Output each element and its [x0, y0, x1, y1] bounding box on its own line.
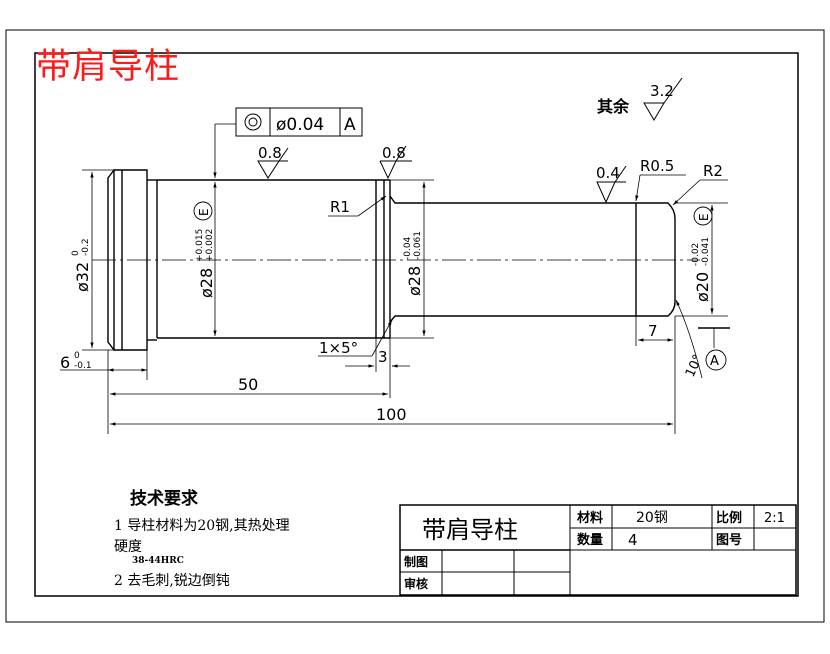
- outer-border: [5, 29, 825, 623]
- dim-len100: 100: [376, 405, 407, 424]
- drawing-title: 带肩导柱: [36, 47, 181, 87]
- dim-dia20-up: -0.02: [691, 243, 701, 266]
- label-chamfer: 1×5°: [319, 339, 358, 357]
- gdt-tolerance: ø0.04: [276, 115, 324, 135]
- envelope-e1: E: [197, 208, 211, 216]
- dim-dia28b: ø28: [405, 266, 424, 296]
- tb-scale-value: 2:1: [764, 511, 785, 526]
- tech-item-2: 2 去毛刺,锐边倒钝: [114, 573, 230, 589]
- tech-heading: 技术要求: [130, 489, 198, 509]
- label-r1: R1: [330, 198, 350, 216]
- dim-len50: 50: [238, 375, 258, 394]
- dim-dia20: ø20: [693, 272, 712, 302]
- dim-dia20-low: -0.041: [701, 237, 711, 266]
- tb-drawn-label: 制图: [404, 554, 428, 569]
- tb-checked-label: 审核: [404, 576, 428, 591]
- envelope-e2: E: [697, 213, 711, 221]
- dim-dia28a: ø28: [197, 268, 216, 298]
- tb-drawing-no-label: 图号: [716, 533, 742, 548]
- label-r05: R0.5: [640, 157, 674, 175]
- tb-material-value: 20钢: [636, 510, 668, 526]
- rest-value: 3.2: [650, 82, 674, 100]
- inner-frame: [34, 52, 799, 597]
- dim-dia28a-up: +0.015: [195, 229, 205, 262]
- dim-len6-up: 0: [74, 351, 80, 361]
- tech-item-1: 1 导柱材料为20钢,其热处理: [114, 518, 290, 534]
- title-block: [399, 504, 797, 596]
- roughness-r1: 0.8: [258, 144, 282, 162]
- dim-len6-low: -0.1: [74, 361, 92, 371]
- dim-dia28a-low: +0.002: [205, 229, 215, 262]
- tb-scale-label: 比例: [716, 510, 742, 526]
- dim-len7: 7: [648, 322, 658, 340]
- gdt-frame: [235, 107, 363, 137]
- dimension-lines: [60, 123, 730, 434]
- roughness-r2: 0.8: [382, 144, 406, 162]
- label-r2: R2: [703, 162, 723, 180]
- rest-label: 其余: [597, 97, 630, 116]
- envelope-circles: [193, 201, 727, 371]
- roughness-symbols: [257, 77, 683, 204]
- dim-len3: 3: [378, 348, 388, 366]
- tb-part-name: 带肩导柱: [422, 516, 518, 544]
- tech-item-1b: 硬度: [114, 539, 142, 555]
- roughness-r3: 0.4: [596, 164, 620, 182]
- title-block-text: 带肩导柱 材料 20钢 比例 2:1 数量 4 图号 制图 审核: [404, 510, 785, 591]
- dim-dia28b-up: -0.04: [403, 236, 413, 260]
- dim-dia28b-low: -0.061: [413, 231, 423, 260]
- dim-dia32-up: 0: [71, 250, 81, 256]
- dim-dia32: ø32: [73, 262, 92, 292]
- dim-dia32-low: -0.2: [81, 238, 91, 256]
- dim-len6: 6: [60, 353, 70, 372]
- gdt-datum: A: [344, 115, 356, 135]
- drawing-text: 其余 3.2 ø0.04 A 0.8 0.8 0.4 R0.5 R2 R1 1×…: [60, 82, 723, 424]
- tb-qty-label: 数量: [577, 532, 603, 548]
- tb-qty-value: 4: [628, 531, 638, 549]
- datum-a-label: A: [710, 354, 719, 369]
- tb-material-label: 材料: [577, 510, 603, 526]
- tech-item-1c: 38-44HRC: [132, 556, 184, 566]
- dim-angle10: 10°: [683, 352, 706, 379]
